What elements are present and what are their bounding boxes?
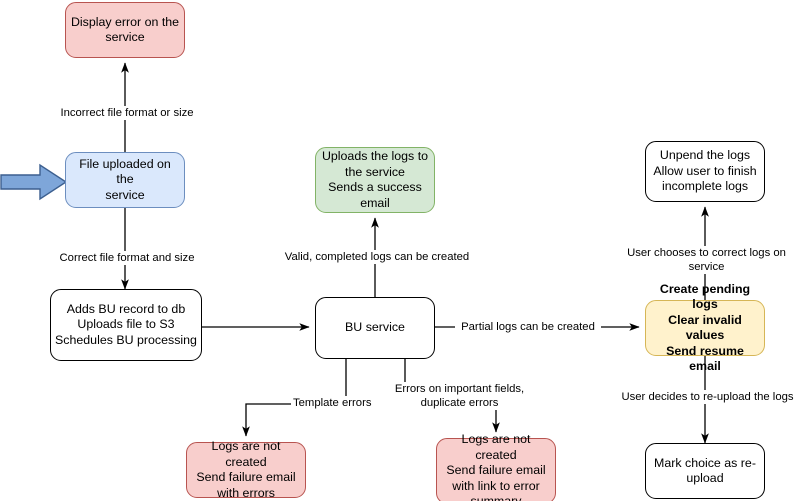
node-bu-service[interactable]: BU service bbox=[315, 297, 435, 359]
node-unpend-logs[interactable]: Unpend the logs Allow user to finish inc… bbox=[645, 141, 765, 202]
edge-label-correct-format: Correct file format and size bbox=[55, 251, 199, 265]
edge-label-template-errors: Template errors bbox=[291, 396, 390, 410]
edge-label-user-corrects: User chooses to correct logs on service bbox=[608, 246, 801, 274]
node-file-uploaded[interactable]: File uploaded on the service bbox=[65, 152, 185, 208]
node-uploads-logs[interactable]: Uploads the logs to the service Sends a … bbox=[315, 147, 435, 213]
node-adds-bu-record[interactable]: Adds BU record to db Uploads file to S3 … bbox=[50, 289, 202, 361]
edge-label-valid-logs: Valid, completed logs can be created bbox=[282, 250, 472, 264]
node-logs-not-created-link[interactable]: Logs are not created Send failure email … bbox=[436, 432, 556, 501]
start-block-arrow bbox=[0, 163, 68, 201]
edge-label-important-errors: Errors on important fields, duplicate er… bbox=[390, 382, 529, 410]
edge-label-partial-logs: Partial logs can be created bbox=[455, 320, 601, 334]
edge-label-user-reupload: User decides to re-upload the logs bbox=[613, 390, 801, 404]
node-logs-not-created-errors[interactable]: Logs are not created Send failure email … bbox=[186, 439, 306, 500]
edge-label-incorrect-format: Incorrect file format or size bbox=[55, 106, 199, 120]
node-mark-reupload[interactable]: Mark choice as re- upload bbox=[645, 443, 765, 499]
node-display-error[interactable]: Display error on the service bbox=[65, 2, 185, 58]
node-create-pending-logs[interactable]: Create pending logs Clear invalid values… bbox=[645, 282, 765, 373]
